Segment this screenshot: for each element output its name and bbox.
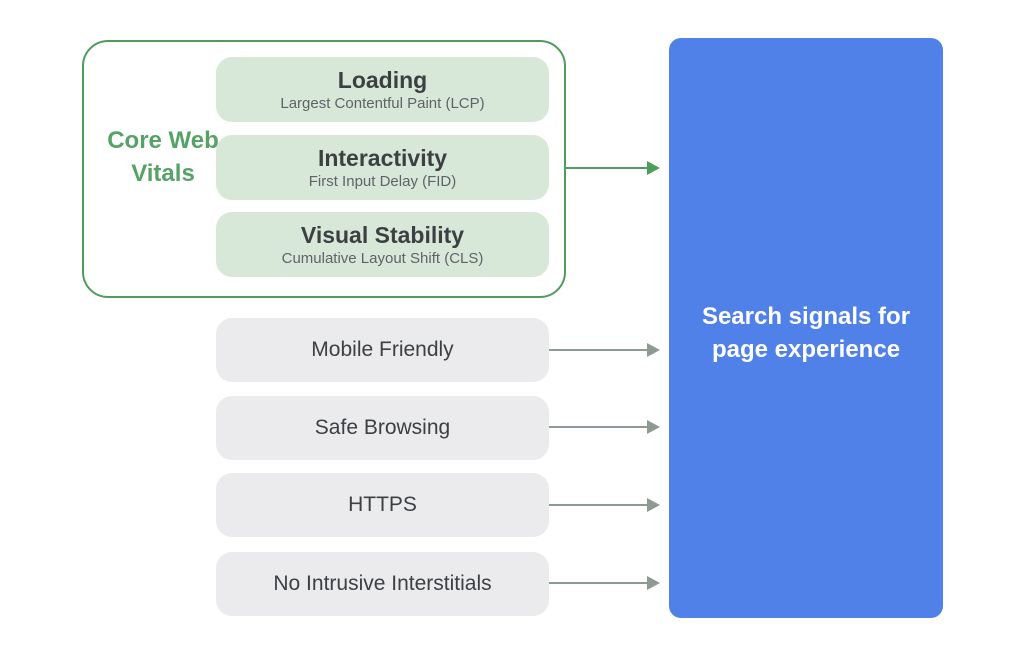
interactivity-title: Interactivity [317,145,448,171]
loading-title: Loading [337,67,428,93]
search-signals-panel: Search signals for page experience [669,38,943,618]
safe-browsing-label: Safe Browsing [314,416,451,439]
arrow-head-icon [647,343,660,357]
arrow-shaft [549,582,647,584]
core-web-vitals-item-visual-stability: Visual Stability Cumulative Layout Shift… [216,212,549,277]
arrow-shaft [549,504,647,506]
signal-https: HTTPS [216,473,549,537]
https-label: HTTPS [348,493,417,516]
arrow-head-icon [647,498,660,512]
search-signals-title: Search signals for page experience [701,303,911,363]
arrow-safe-browsing [549,420,660,434]
core-web-vitals-item-interactivity: Interactivity First Input Delay (FID) [216,135,549,200]
arrow-core-web-vitals [566,161,660,175]
core-web-vitals-label: Core Web Vitals [107,127,219,187]
arrow-shaft [566,167,647,169]
arrow-mobile-friendly [549,343,660,357]
arrow-head-icon [647,161,660,175]
core-web-vitals-item-loading: Loading Largest Contentful Paint (LCP) [216,57,549,122]
arrow-https [549,498,660,512]
interactivity-subtitle: First Input Delay (FID) [308,173,457,190]
loading-subtitle: Largest Contentful Paint (LCP) [280,95,485,112]
visual-stability-subtitle: Cumulative Layout Shift (CLS) [281,250,484,267]
signal-no-intrusive-interstitials: No Intrusive Interstitials [216,552,549,616]
signal-mobile-friendly: Mobile Friendly [216,318,549,382]
visual-stability-title: Visual Stability [300,222,465,248]
signal-safe-browsing: Safe Browsing [216,396,549,460]
arrow-head-icon [647,420,660,434]
arrow-shaft [549,349,647,351]
mobile-friendly-label: Mobile Friendly [311,338,454,361]
no-intrusive-interstitials-label: No Intrusive Interstitials [273,572,492,595]
arrow-head-icon [647,576,660,590]
arrow-shaft [549,426,647,428]
arrow-no-intrusive-interstitials [549,576,660,590]
